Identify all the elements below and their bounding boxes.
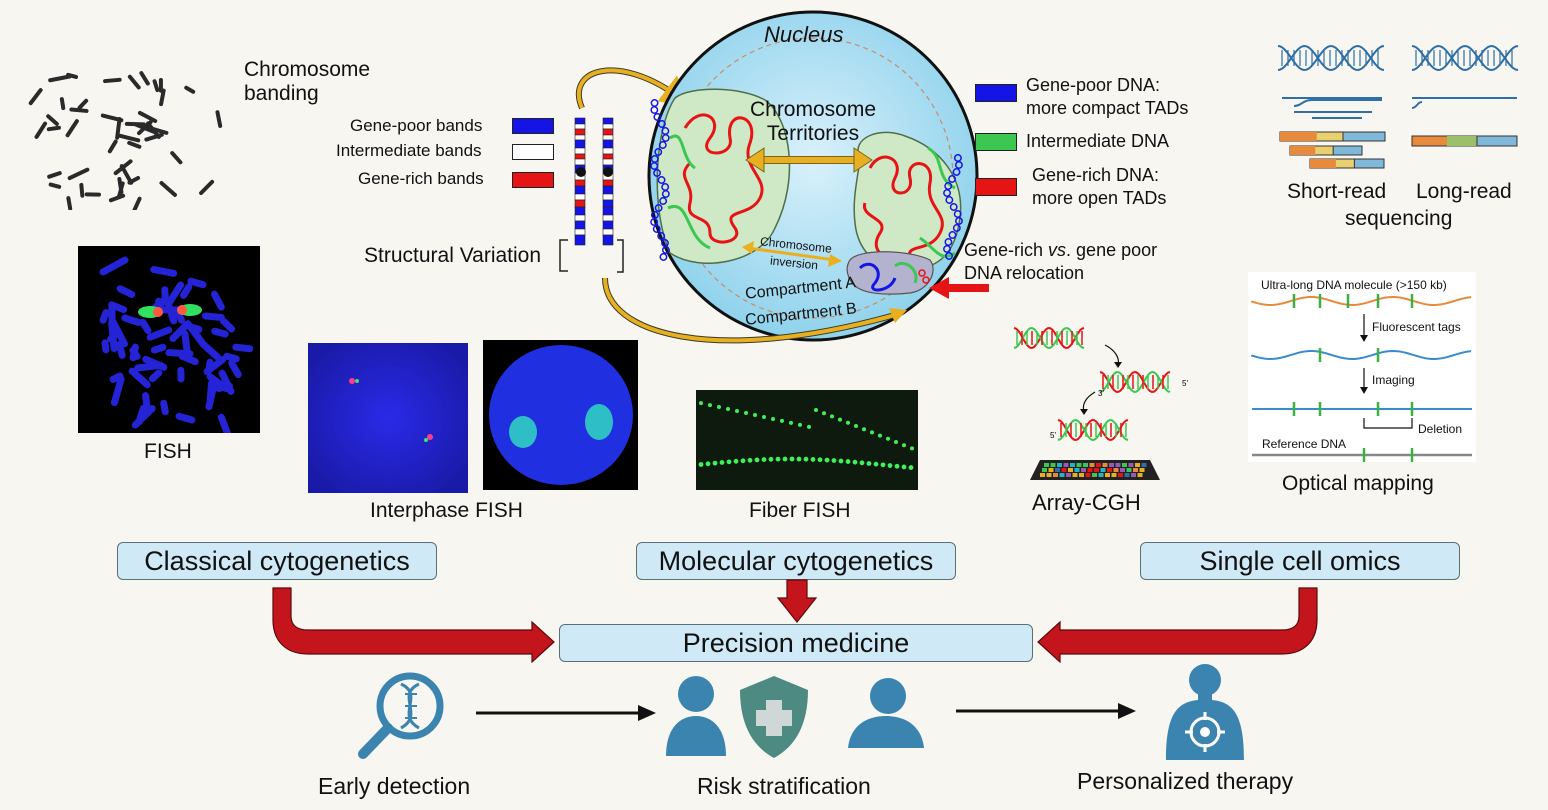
- fiber-fish-image: [696, 390, 918, 490]
- target-body-icon: [1166, 664, 1244, 760]
- array-cgh-diagram: 3' 5' 5': [1013, 327, 1188, 480]
- precision-medicine-box: Precision medicine: [559, 624, 1033, 662]
- swatch-intermediate-band: [512, 144, 554, 160]
- relocation-label: Gene-rich vs. gene poor DNA relocation: [964, 240, 1158, 284]
- short-read-label: Short-read: [1287, 180, 1387, 203]
- swatch-gene-rich-band: [512, 172, 554, 188]
- person-icon: [666, 676, 726, 756]
- optical-mapping-title: Optical mapping: [1282, 472, 1434, 495]
- classical-cytogenetics-box: Classical cytogenetics: [117, 542, 437, 580]
- svg-text:5': 5': [1182, 379, 1188, 388]
- sv-bracket: [559, 239, 568, 272]
- risk-stratification-label: Risk stratification: [697, 773, 871, 799]
- om-imaging-label: Imaging: [1372, 373, 1415, 387]
- early-detection-label: Early detection: [318, 773, 471, 799]
- fish-image: [78, 246, 260, 444]
- om-molecule-label: Ultra-long DNA molecule (>150 kb): [1261, 278, 1447, 292]
- om-deletion-label: Deletion: [1418, 422, 1463, 436]
- molecular-cytogenetics-box: Molecular cytogenetics: [636, 542, 956, 580]
- chromosome-banding-label: Chromosome banding: [244, 58, 371, 105]
- legend-intermediate-dna: Intermediate DNA: [1026, 131, 1170, 151]
- optical-mapping-diagram: [1251, 294, 1472, 462]
- person-icon: [848, 678, 924, 748]
- legend-gene-rich-dna: Gene-rich DNA:more open TADs: [1032, 165, 1167, 209]
- relocation-arrow: [929, 277, 989, 299]
- magnifier-dna-icon: [358, 672, 444, 759]
- structural-variation-label: Structural Variation: [364, 244, 542, 267]
- arrow-right-1: [476, 705, 656, 721]
- svg-text:3': 3': [1098, 389, 1104, 398]
- array-cgh-label: Array-CGH: [1032, 490, 1141, 515]
- arrow-right-2: [956, 703, 1136, 719]
- medical-shield-icon: [740, 676, 808, 758]
- interphase-fish-image-2: [483, 340, 638, 490]
- interphase-fish-label: Interphase FISH: [370, 499, 523, 522]
- fiber-fish-label: Fiber FISH: [749, 499, 851, 522]
- interphase-fish-image-1: [308, 343, 468, 493]
- fish-label: FISH: [144, 440, 192, 463]
- swatch-gene-rich-dna: [975, 178, 1017, 196]
- personalized-therapy-label: Personalized therapy: [1077, 768, 1294, 794]
- long-read-label: Long-read: [1416, 180, 1512, 203]
- swatch-gene-poor-band: [512, 118, 554, 134]
- om-reference-label: Reference DNA: [1262, 437, 1347, 451]
- legend-intermediate-bands: Intermediate bands: [336, 141, 482, 160]
- karyotype-spread: [28, 71, 223, 210]
- nucleus-title: Nucleus: [764, 22, 844, 47]
- connector-arrow: [602, 277, 907, 344]
- red-arrows: [272, 579, 1318, 663]
- om-fluorescent-label: Fluorescent tags: [1372, 320, 1461, 334]
- swatch-gene-poor-dna: [975, 84, 1017, 102]
- legend-gene-rich-bands: Gene-rich bands: [358, 169, 484, 188]
- legend-gene-poor-bands: Gene-poor bands: [350, 116, 483, 135]
- sequencing-label: sequencing: [1345, 207, 1453, 230]
- svg-text:5': 5': [1050, 431, 1056, 440]
- chromosome-ideograms: [574, 117, 624, 273]
- single-cell-omics-box: Single cell omics: [1140, 542, 1460, 580]
- nucleus-diagram: [575, 10, 979, 342]
- legend-gene-poor-dna: Gene-poor DNA:more compact TADs: [1026, 75, 1189, 119]
- sequencing-diagram: [1277, 45, 1519, 169]
- swatch-intermediate-dna: [975, 133, 1017, 151]
